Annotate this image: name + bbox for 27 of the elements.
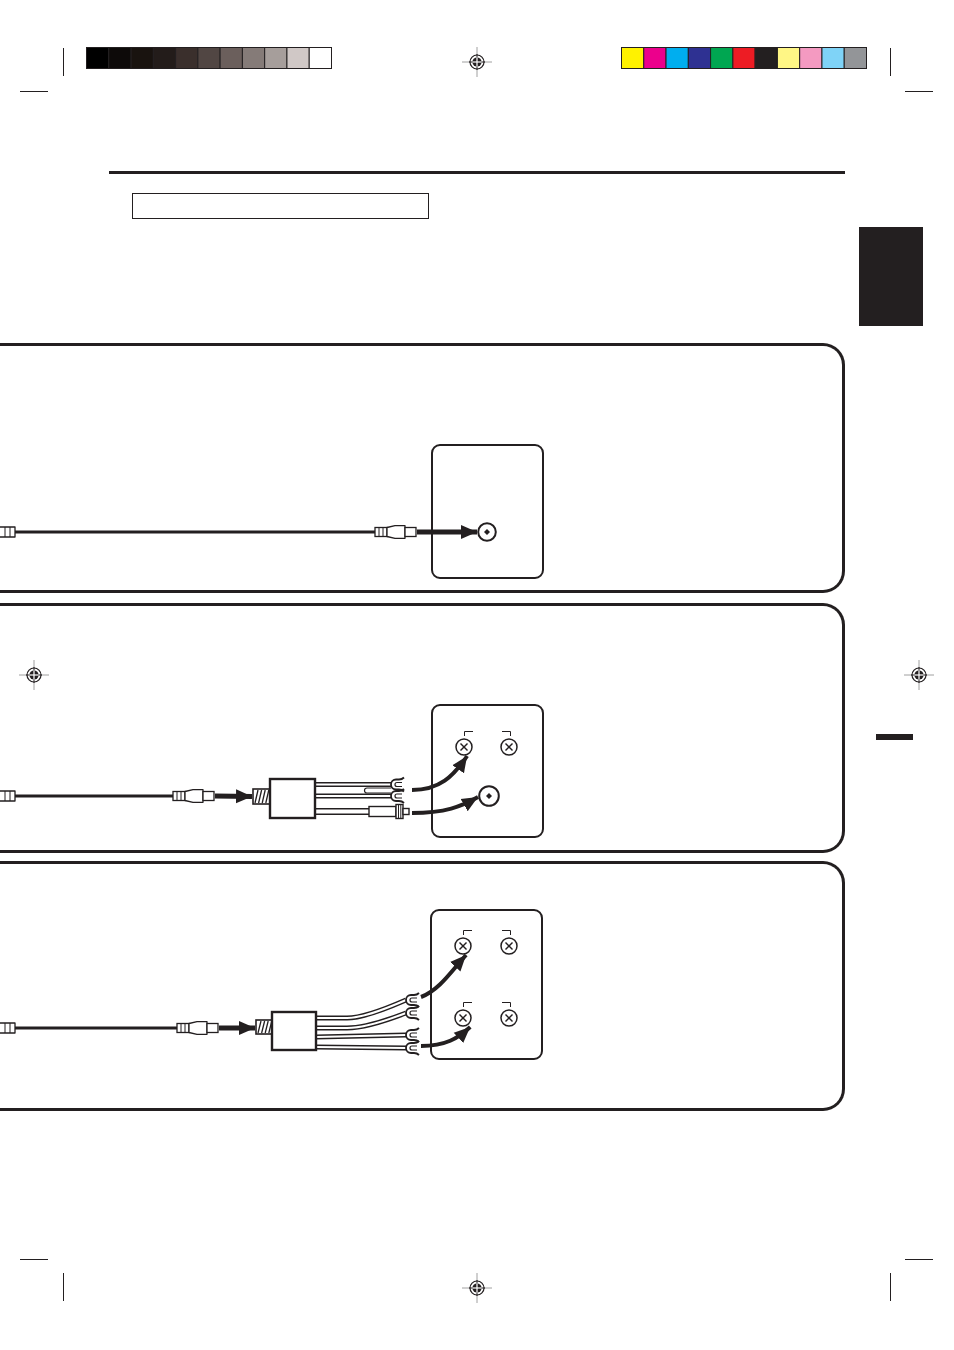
- matching-transformer-drawing: [252, 776, 412, 820]
- screw-terminal-icon: [454, 1009, 472, 1027]
- arrow: [214, 789, 253, 804]
- terminal-board: [431, 704, 544, 838]
- terminal-board: [431, 444, 544, 579]
- curved-arrow: [411, 795, 479, 815]
- screw-terminal-icon: [454, 937, 472, 955]
- screw-terminal-icon: [455, 738, 473, 756]
- curved-arrow: [420, 953, 468, 999]
- diagram-panel: [0, 603, 845, 853]
- coax-cable-drawing: [0, 789, 215, 803]
- coax-cable-drawing: [0, 1021, 219, 1035]
- screw-terminal-icon: [500, 937, 518, 955]
- curved-arrow: [420, 1025, 472, 1048]
- screw-terminal-icon: [500, 738, 518, 756]
- matching-transformer-drawing: [255, 992, 421, 1056]
- terminal-board: [430, 909, 543, 1060]
- coax-cable-drawing: [0, 525, 417, 539]
- section-tab: [859, 227, 923, 326]
- diagram-panel: [0, 861, 845, 1111]
- arrow: [417, 525, 477, 539]
- arrow: [219, 1021, 255, 1035]
- curved-arrow: [411, 754, 469, 792]
- screw-terminal-icon: [500, 1009, 518, 1027]
- coax-jack-icon: [477, 522, 497, 542]
- diagram-panel: [0, 343, 845, 593]
- coax-jack-icon: [478, 785, 500, 807]
